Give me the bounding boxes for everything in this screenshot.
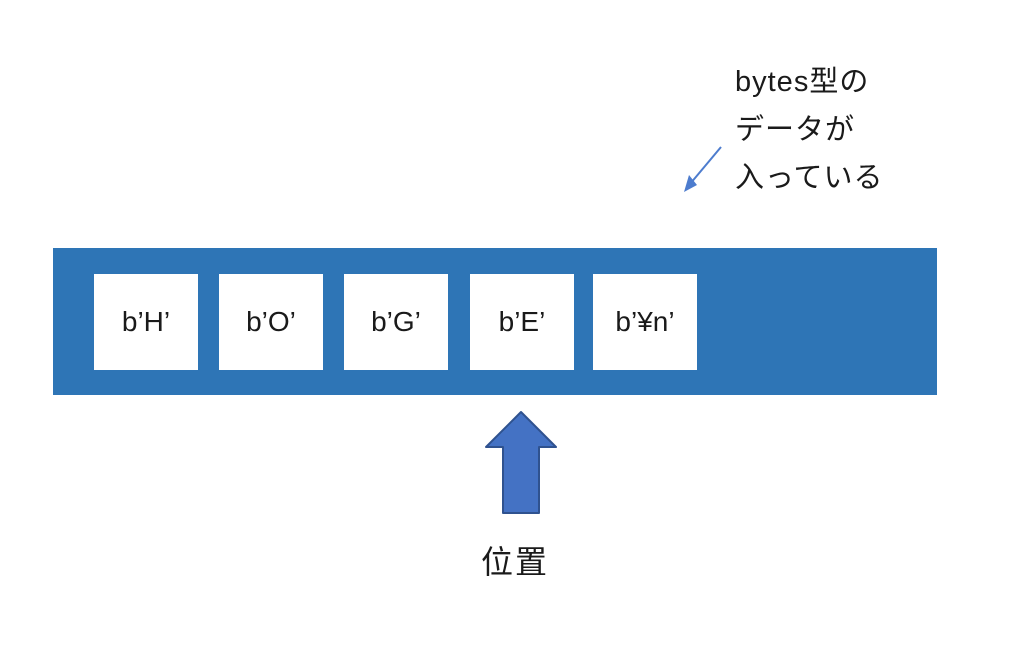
annotation-line-3: 入っている [735, 162, 884, 194]
annotation-line-1: bytes型の [735, 66, 870, 98]
position-label: 位置 [481, 544, 550, 580]
byte-cell-label: b’¥n’ [615, 306, 675, 337]
annotation-arrow [684, 146, 722, 192]
bytes-bar: b’H’ b’O’ b’G’ b’E’ b’¥n’ [53, 248, 937, 395]
byte-cell-4: b’¥n’ [593, 274, 697, 370]
position-arrow [485, 411, 557, 514]
byte-cell-label: b’O’ [246, 306, 296, 337]
annotation-line-2: データが [735, 114, 856, 146]
byte-cell-label: b’G’ [371, 306, 421, 337]
byte-cell-2: b’G’ [344, 274, 448, 370]
byte-cell-0: b’H’ [94, 274, 198, 370]
byte-cell-label: b’E’ [498, 306, 546, 337]
byte-cell-1: b’O’ [219, 274, 323, 370]
byte-cell-label: b’H’ [121, 306, 171, 337]
byte-cell-3: b’E’ [470, 274, 574, 370]
annotation-text: bytes型の データが 入っている [735, 58, 884, 202]
